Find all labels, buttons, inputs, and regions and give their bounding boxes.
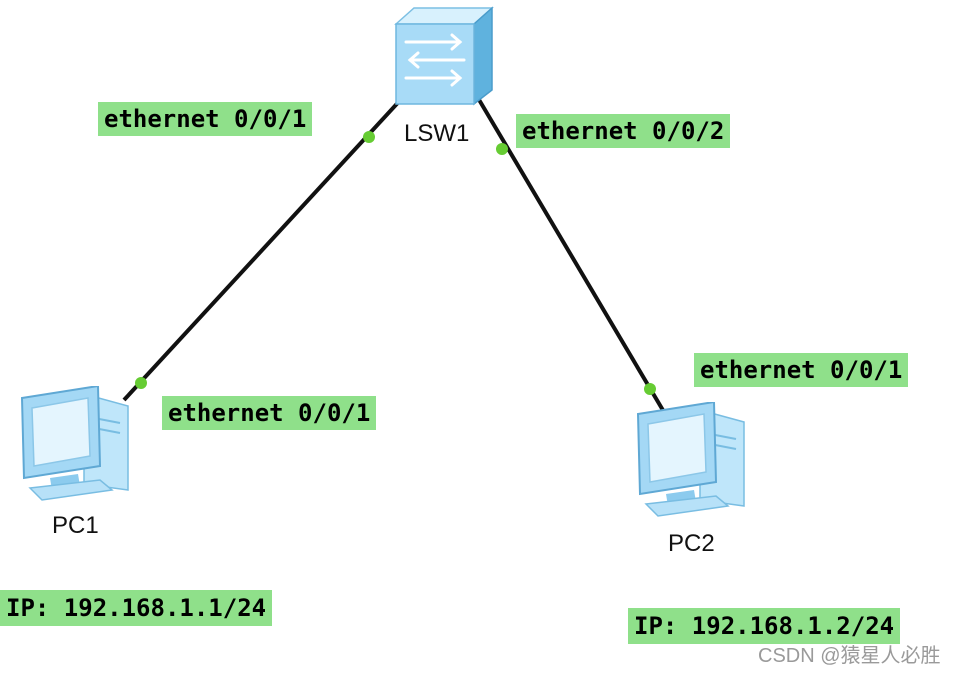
- port-dot-pc1-e001: [135, 377, 147, 389]
- ip-label-pc1: IP: 192.168.1.1/24: [0, 590, 273, 626]
- pc2-name: PC2: [668, 530, 715, 557]
- ip-label-pc2: IP: 192.168.1.2/24: [628, 608, 901, 644]
- watermark: CSDN @猿星人必胜: [758, 645, 941, 667]
- port-label-pc1-e001: ethernet 0/0/1: [162, 396, 377, 430]
- port-dot-lsw1-e002: [496, 143, 508, 155]
- switch-icon[interactable]: [388, 4, 496, 106]
- pc2-icon[interactable]: [632, 402, 758, 522]
- pc1-icon[interactable]: [16, 386, 142, 506]
- port-label-lsw1-e001: ethernet 0/0/1: [98, 102, 313, 136]
- link-lsw1-pc2: [476, 96, 666, 414]
- port-label-lsw1-e002: ethernet 0/0/2: [516, 114, 731, 148]
- switch-name: LSW1: [404, 120, 470, 147]
- port-dot-pc2-e001: [644, 383, 656, 395]
- pc1-name: PC1: [52, 512, 99, 539]
- link-lsw1-pc1: [122, 93, 407, 402]
- port-dot-lsw1-e001: [363, 131, 375, 143]
- port-label-pc2-e001: ethernet 0/0/1: [694, 353, 909, 387]
